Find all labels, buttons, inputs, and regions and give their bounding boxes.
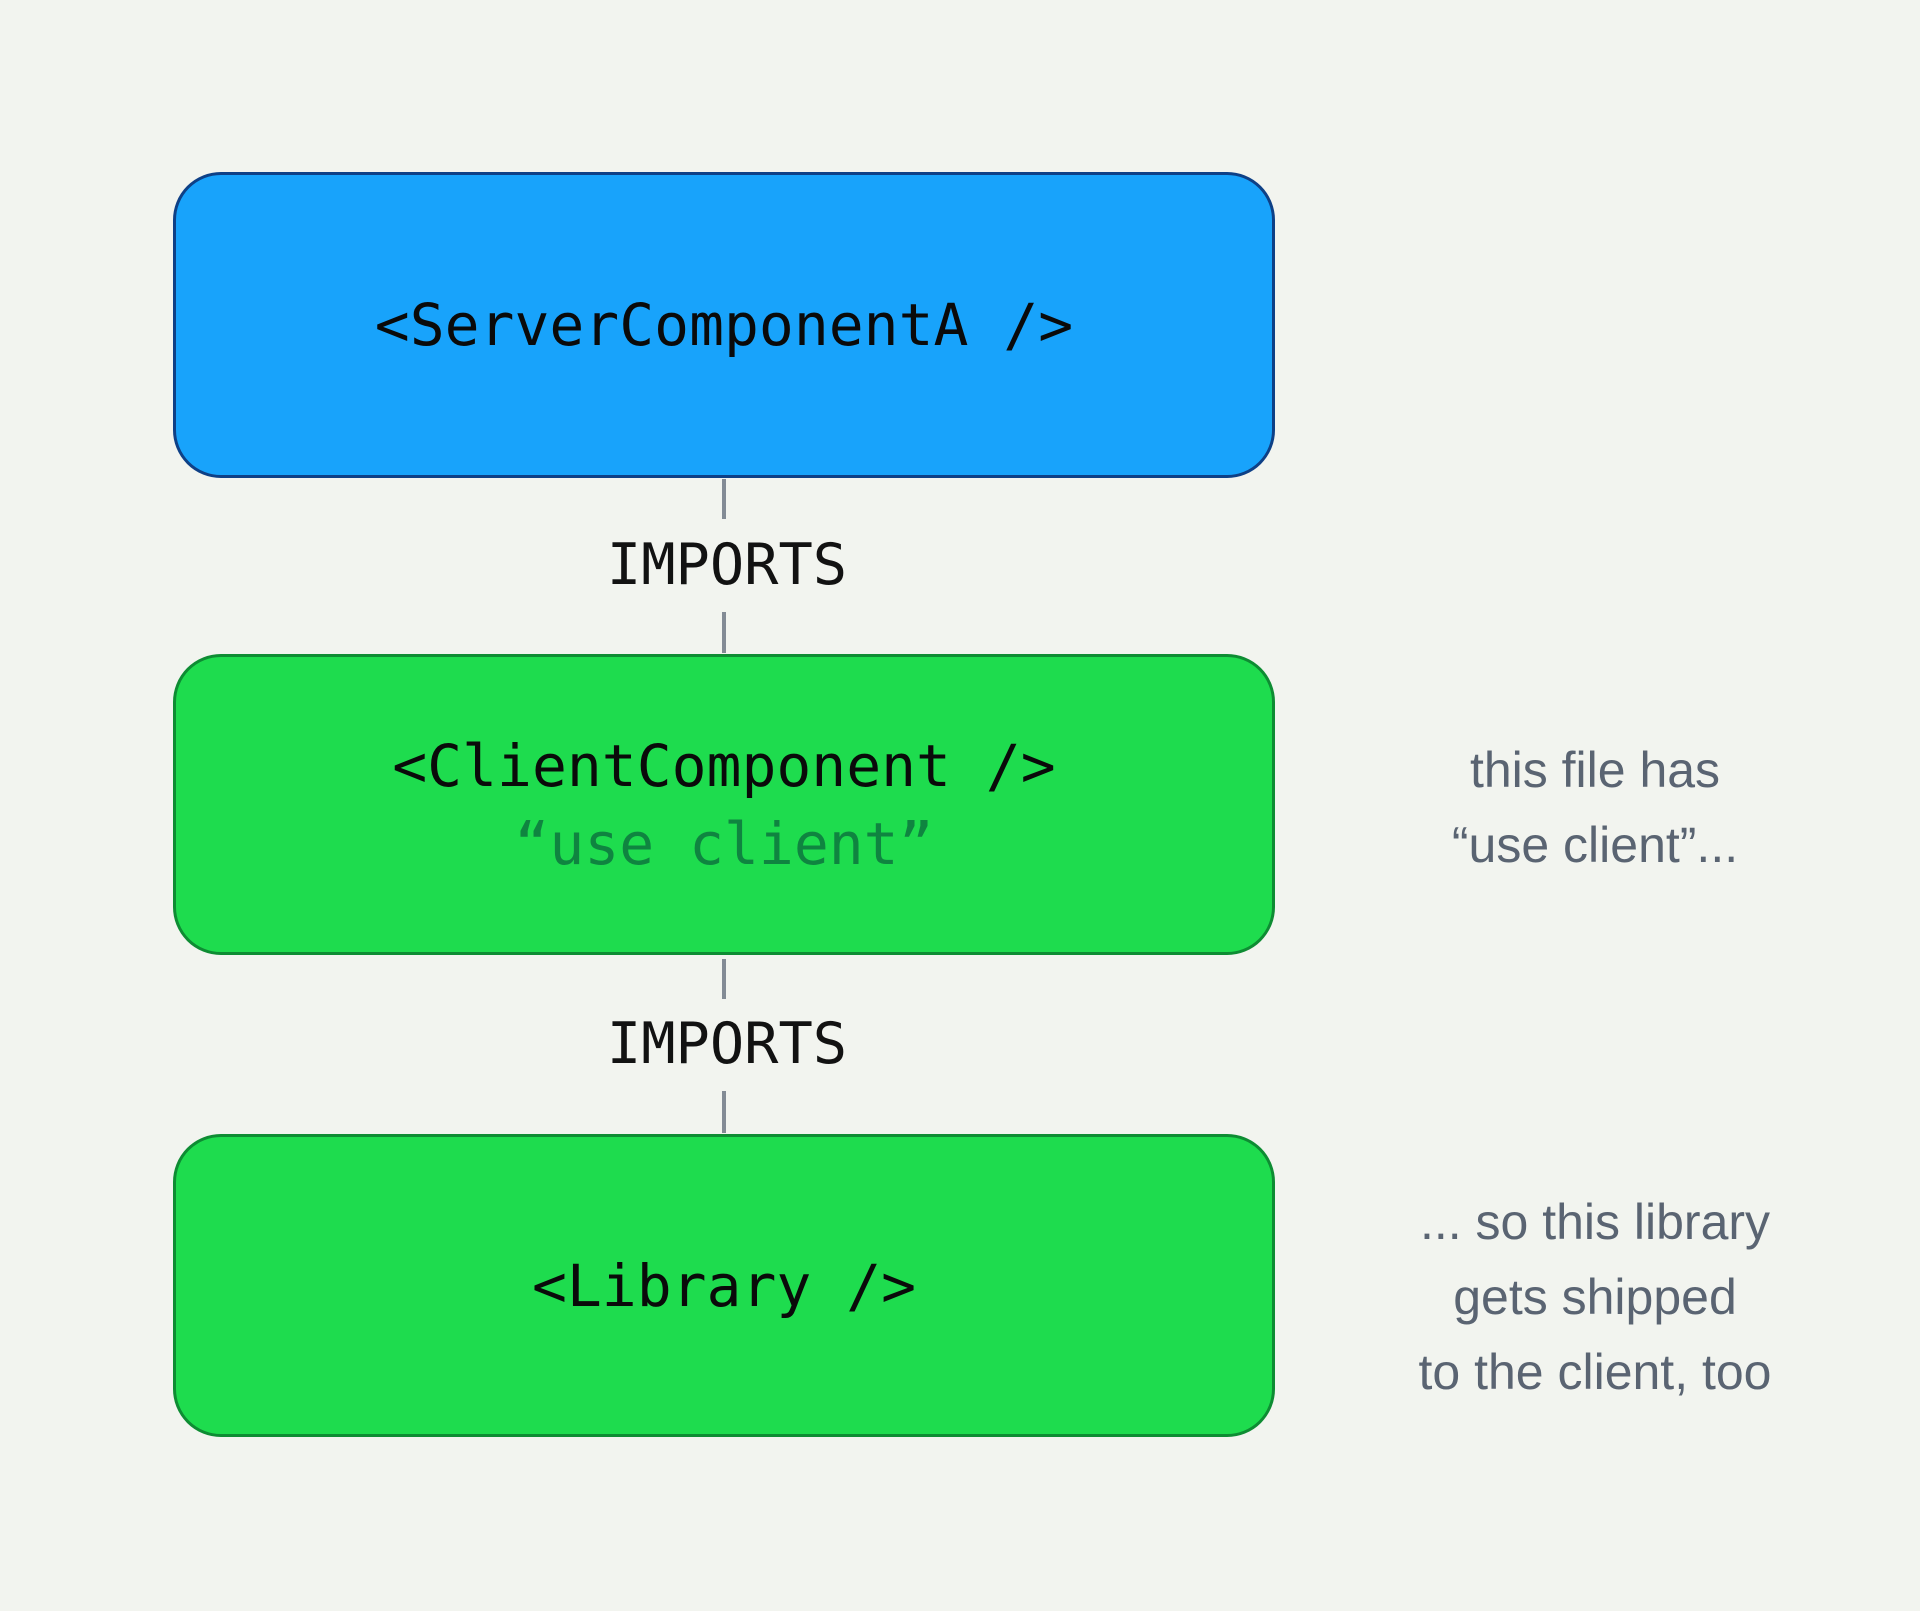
annotation-line: this file has (1469, 742, 1721, 798)
annotation-line: ... so this library (1419, 1194, 1771, 1250)
library-node: <Library /> (173, 1134, 1275, 1437)
server-component-node: <ServerComponentA /> (173, 172, 1275, 478)
edge-line-imports-to-library (722, 1091, 726, 1133)
edge-line-server-to-imports (722, 479, 726, 519)
annotation-line: to the client, too (1418, 1344, 1772, 1400)
use-client-directive: “use client” (514, 809, 934, 878)
edge-label-imports-2: IMPORTS (606, 1011, 848, 1077)
edge-label-imports-1: IMPORTS (606, 532, 848, 598)
edge-line-imports-to-client (722, 612, 726, 653)
client-component-label: <ClientComponent /> (392, 731, 1056, 800)
edge-line-client-to-imports (722, 959, 726, 999)
server-component-label: <ServerComponentA /> (374, 291, 1074, 359)
client-component-node: <ClientComponent /> “use client” (173, 654, 1275, 955)
annotation-use-client: this file has “use client”... (1330, 733, 1860, 883)
library-label: <Library /> (531, 1251, 917, 1320)
annotation-line: gets shipped (1453, 1269, 1737, 1325)
annotation-line: “use client”... (1451, 817, 1739, 873)
annotation-library-shipped: ... so this library gets shipped to the … (1330, 1185, 1860, 1410)
